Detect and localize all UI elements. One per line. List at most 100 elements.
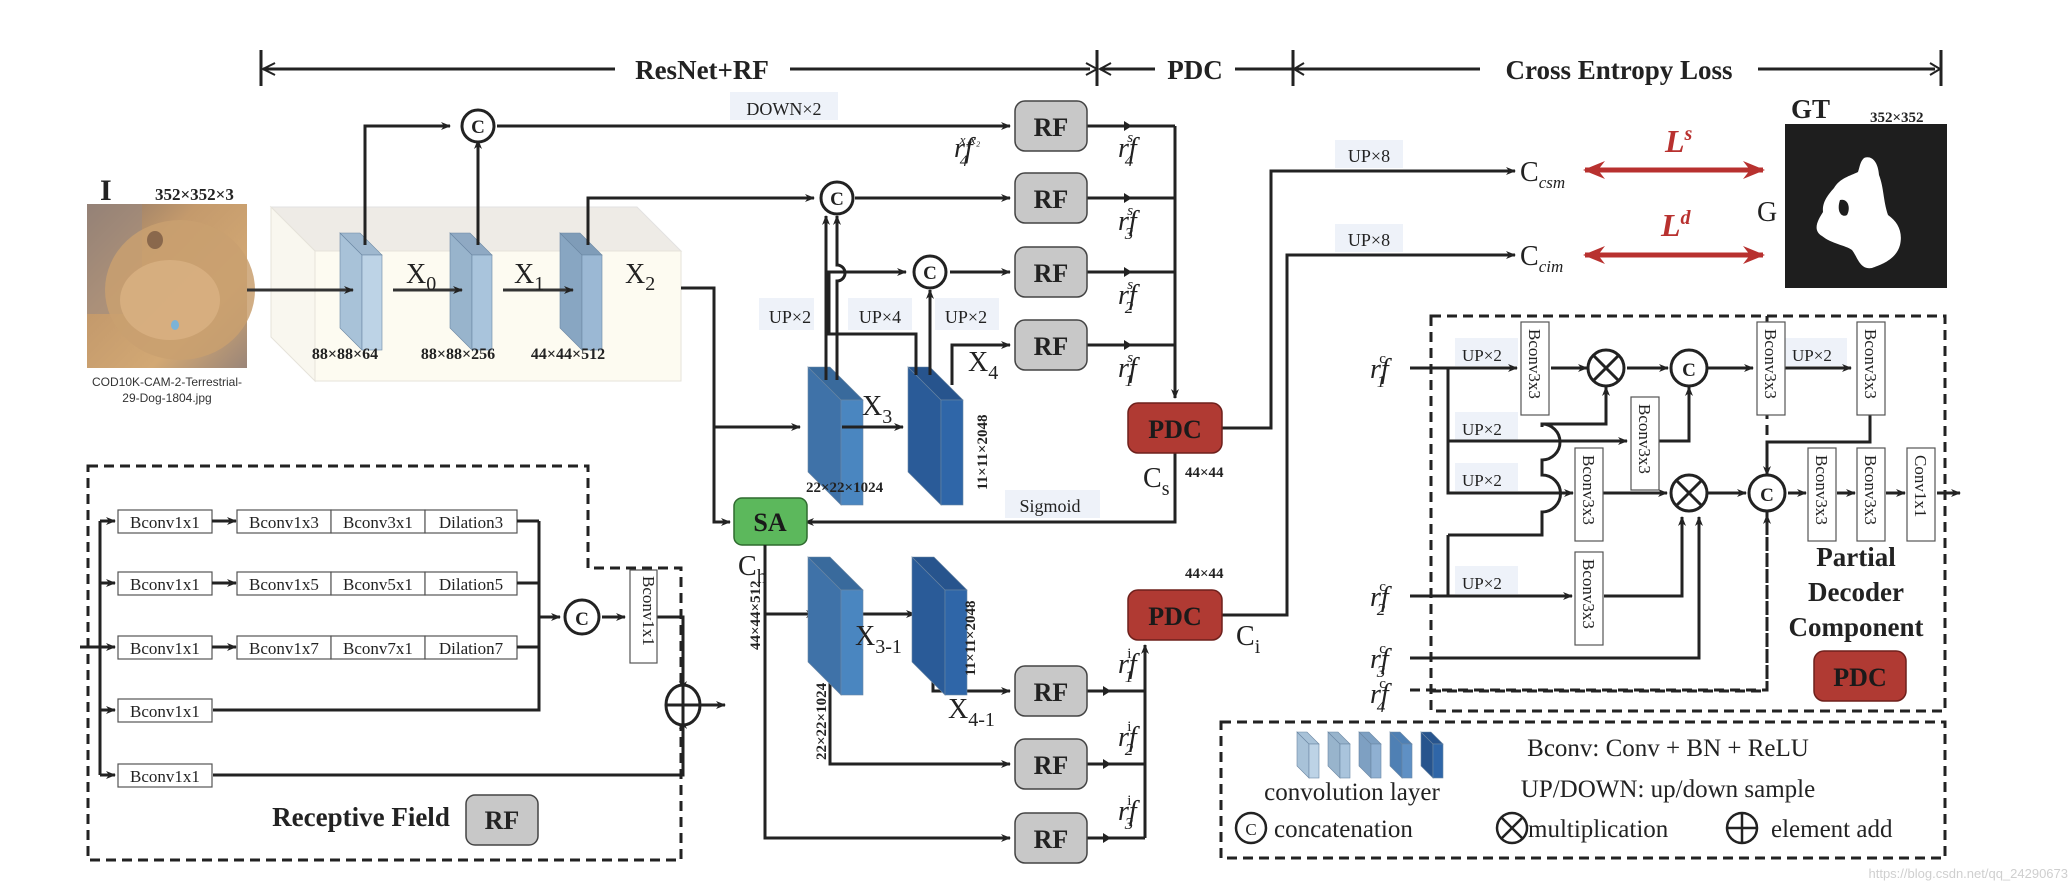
x1-sub: 1 [534, 273, 544, 295]
element-add-node [664, 683, 702, 727]
up4-label: UP×4 [859, 307, 901, 327]
legend-conv-swatch-1 [1296, 731, 1320, 779]
rf-row-chain-conv: Bconv1x5 [236, 571, 332, 596]
rf-row-first-conv: Bconv1x1 [117, 571, 213, 596]
legend-mult-label: multiplication [1528, 816, 1669, 843]
sa-block: SA [733, 497, 808, 546]
up8-label-a: UP×8 [1348, 146, 1390, 166]
x1-label: X [514, 259, 534, 290]
header-dimension [259, 50, 1943, 86]
backbone-conv-blocks [339, 232, 964, 506]
svg-text:Bconv3x3: Bconv3x3 [1861, 455, 1880, 525]
rf4-x1x2-label: rf4x₁x₂ [954, 132, 981, 170]
rf-block-s4: RF [1014, 100, 1088, 152]
rf-row-4: Bconv1x1 [100, 698, 213, 723]
svg-text:X2: X2 [625, 259, 655, 295]
svg-text:Bconv3x3: Bconv3x3 [1579, 455, 1598, 525]
pd-up-backgrounds [1455, 338, 1847, 594]
svg-text:X3-1: X3-1 [855, 621, 902, 658]
up8-label-b: UP×8 [1348, 230, 1390, 250]
svg-text:Dilation7: Dilation7 [439, 639, 504, 658]
rf-post-conv: Bconv1x1 [629, 569, 658, 664]
pd-conv1x1-box: Conv1x1 [1906, 447, 1936, 542]
rf-row-first-conv: Bconv1x1 [117, 635, 213, 660]
svg-text:C: C [1245, 820, 1256, 839]
rf-block-s1: RF [1014, 319, 1088, 371]
rf-row-chain-conv: Bconv1x7 [236, 635, 332, 660]
identification-branch-wires [763, 251, 1516, 842]
search-branch-wires [363, 122, 1516, 526]
pd-input-labels: rf1c rf2c rf3c rf4c [1370, 351, 1392, 716]
concat-node-top: C [460, 108, 496, 144]
rf-row-chain-conv: Dilation5 [424, 571, 518, 596]
svg-text:UP×2: UP×2 [1462, 574, 1502, 593]
pd-mult-node-1 [1586, 348, 1626, 388]
svg-text:RF: RF [1034, 825, 1069, 854]
svg-text:rf2s: rf2s [1118, 277, 1140, 317]
pd-bconv3x3-box: Bconv3x3 [1574, 551, 1604, 646]
svg-text:Conv1x1: Conv1x1 [1911, 455, 1930, 517]
svg-text:Bconv3x3: Bconv3x3 [1579, 559, 1598, 629]
svg-text:C: C [1760, 485, 1774, 506]
svg-text:UP×2: UP×2 [1462, 471, 1502, 490]
pd-concat-node-2: C [1747, 473, 1787, 513]
size-x41: 11×11×2048 [963, 601, 979, 676]
partial-decoder-conv-boxes: Bconv3x3Bconv3x3Bconv3x3Bconv3x3Bconv3x3… [1520, 321, 1936, 646]
svg-text:C: C [830, 189, 844, 210]
rf-block-i3: RF [1014, 812, 1088, 864]
svg-text:Bconv1x1: Bconv1x1 [130, 639, 200, 658]
svg-text:rf3s: rf3s [1118, 203, 1140, 243]
sa-size: 44×44×512 [748, 580, 764, 650]
rf-concat-node: C [563, 598, 601, 636]
svg-text:SA: SA [753, 508, 786, 537]
svg-text:RF: RF [485, 806, 520, 835]
svg-text:Decoder: Decoder [1808, 577, 1904, 607]
svg-text:X4: X4 [968, 347, 998, 384]
concat-node-x3: C [819, 180, 855, 216]
x3-x4-labels: X3 X4 [862, 347, 998, 428]
ci-label: Ci [1236, 621, 1261, 658]
svg-text:UP×2: UP×2 [1462, 420, 1502, 439]
rf-s-labels: rf4s rf3s rf2s rf1s [1118, 130, 1140, 390]
svg-text:Bconv3x3: Bconv3x3 [1525, 329, 1544, 399]
rf-title: Receptive Field [272, 802, 450, 832]
header-cross-entropy-loss: Cross Entropy Loss [1505, 55, 1732, 85]
rf-row-chain-conv: Bconv1x3 [236, 509, 332, 534]
svg-text:Bconv1x1: Bconv1x1 [639, 576, 658, 646]
svg-text:rf3i: rf3i [1118, 793, 1140, 833]
pdc-search-size: 44×44 [1185, 465, 1224, 481]
rf-row-first-conv: Bconv1x1 [117, 763, 213, 788]
legend-concat-icon: C [1234, 811, 1268, 845]
legend-frame [1219, 720, 1947, 860]
pd-bconv3x3-box: Bconv3x3 [1807, 447, 1837, 542]
rf-block-i1: RF [1014, 665, 1088, 717]
up2-label-a: UP×2 [769, 307, 811, 327]
svg-text:Bconv1x3: Bconv1x3 [249, 513, 319, 532]
rf-row-2: Bconv1x1 Bconv1x5 Bconv5x1 Dilation5 [100, 571, 539, 596]
rf-block-i2: RF [1014, 738, 1088, 790]
size-x2: 44×44×512 [531, 346, 605, 363]
cs-label: Cs [1143, 463, 1170, 500]
pdc-identification-size: 44×44 [1185, 566, 1224, 582]
ccsm-label: Ccsm [1520, 157, 1565, 192]
pd-concat-node-1: C [1669, 348, 1709, 388]
rf-block-s2: RF [1014, 246, 1088, 298]
legend-conv-swatch-4 [1389, 731, 1413, 779]
legend-add-label: element add [1771, 816, 1893, 843]
gt-size: 352×352 [1870, 110, 1924, 126]
svg-text:Bconv3x3: Bconv3x3 [1812, 455, 1831, 525]
rf-i-ticks [1103, 686, 1111, 843]
pd-bconv3x3-box: Bconv3x3 [1756, 321, 1786, 416]
svg-text:rf1i: rf1i [1118, 646, 1140, 686]
loss-d-label: Ld [1660, 207, 1692, 243]
legend-bconv-def: Bconv: Conv + BN + ReLU [1527, 735, 1809, 762]
svg-text:UP×2: UP×2 [1462, 346, 1502, 365]
ccim-label: Ccim [1520, 241, 1563, 276]
svg-text:Bconv5x1: Bconv5x1 [343, 575, 413, 594]
rf-row-first-conv: Bconv1x1 [117, 509, 213, 534]
pd-up-labels: UP×2 UP×2 UP×2 UP×2 UP×2 [1462, 346, 1832, 593]
svg-text:Bconv1x1: Bconv1x1 [130, 513, 200, 532]
